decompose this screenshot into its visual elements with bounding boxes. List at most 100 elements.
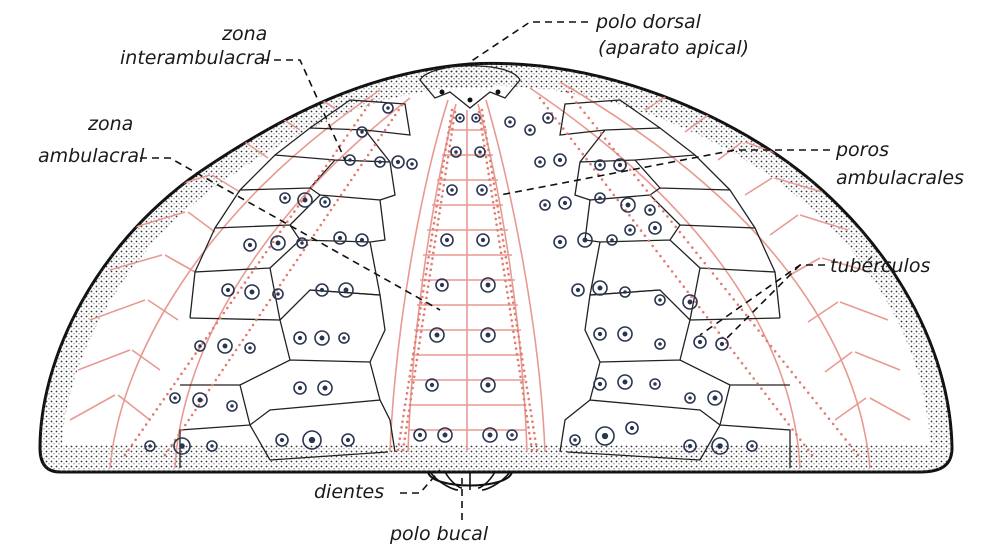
pore-dot <box>752 377 755 380</box>
tubercle-center <box>688 444 692 448</box>
pore-dot <box>600 132 603 135</box>
pore-dot <box>658 205 661 208</box>
pore-dot <box>518 341 521 344</box>
pore-dot <box>410 398 413 401</box>
pore-dot <box>347 184 350 187</box>
pore-dot <box>431 233 434 236</box>
pore-dot <box>857 454 860 457</box>
tubercle-center <box>459 117 462 120</box>
pore-dot <box>491 195 494 198</box>
tubercle-center <box>538 160 542 164</box>
pore-dot <box>314 180 317 183</box>
pore-dot <box>134 438 137 441</box>
pore-dot <box>811 454 814 457</box>
pore-dot <box>645 189 648 192</box>
tubercle-center <box>558 240 562 244</box>
pore-dot <box>328 160 331 163</box>
pore-dot <box>749 319 752 322</box>
pore-dot <box>651 245 654 248</box>
tubercle-center <box>348 158 352 162</box>
pore-dot <box>423 314 426 317</box>
tubercle-center <box>323 386 328 391</box>
pore-dot <box>648 240 651 243</box>
pore-dot <box>408 375 411 378</box>
tubercle-center <box>563 201 567 205</box>
pore-dot <box>558 122 561 125</box>
pore-dot <box>443 160 446 163</box>
tubercle-center <box>303 198 308 203</box>
pore-dot <box>180 373 183 376</box>
pore-dot <box>554 117 557 120</box>
pore-dot <box>741 309 744 312</box>
pore-dot <box>811 397 814 400</box>
tubercle-center <box>280 438 284 442</box>
tubercle-center <box>276 241 281 246</box>
pore-dot <box>380 134 383 137</box>
pore-dot <box>124 454 127 457</box>
label-dientes: dientes <box>314 481 384 503</box>
tubercle-center <box>626 203 631 208</box>
pore-dot <box>807 391 810 394</box>
tubercle-center <box>475 117 478 120</box>
pore-dot <box>616 199 619 202</box>
pore-dot <box>536 449 539 452</box>
pore-dot <box>419 307 422 310</box>
pore-dot <box>774 350 777 353</box>
pore-dot <box>521 387 524 390</box>
tubercle-center <box>360 130 364 134</box>
tubercle-center <box>300 241 304 245</box>
pore-dot <box>398 443 401 446</box>
pore-dot <box>489 160 492 163</box>
pore-dot <box>423 308 426 311</box>
pore-dot <box>233 296 236 299</box>
tubercle-center <box>486 333 491 338</box>
pore-dot <box>442 184 445 187</box>
pore-dot <box>528 432 531 435</box>
pore-dot <box>567 91 570 94</box>
pore-dot <box>307 190 310 193</box>
pore-dot <box>832 423 835 426</box>
pore-dot <box>357 169 360 172</box>
pore-dot <box>403 437 406 440</box>
pore-dot <box>167 449 170 452</box>
pore-dot <box>494 194 497 197</box>
tubercle-center <box>598 332 602 336</box>
pore-dot <box>237 291 240 294</box>
pore-dot <box>325 165 328 168</box>
pore-dot <box>417 347 420 350</box>
pore-dot <box>691 246 694 249</box>
pore-dot <box>402 415 405 418</box>
pore-dot <box>520 352 523 355</box>
pore-dot <box>420 301 423 304</box>
pore-dot <box>659 255 662 258</box>
pore-dot <box>784 418 787 421</box>
tubercle-center <box>480 188 484 192</box>
tubercle-center <box>223 344 228 349</box>
pore-dot <box>432 228 435 231</box>
tubercle-center <box>602 433 608 439</box>
pore-dot <box>403 443 406 446</box>
pore-dot <box>159 403 162 406</box>
pore-dot <box>423 284 426 287</box>
tubercle-center <box>210 444 214 448</box>
tubercle-center <box>583 238 588 243</box>
pore-dot <box>574 143 577 146</box>
pore-dot <box>440 201 443 204</box>
pore-dot <box>406 421 409 424</box>
pore-dot <box>360 164 363 167</box>
label-poros-1: poros <box>835 139 889 161</box>
pore-dot <box>521 358 524 361</box>
pore-dot <box>323 219 326 222</box>
tubercle-center <box>528 128 532 132</box>
pore-dot <box>640 229 643 232</box>
pore-dot <box>490 190 493 193</box>
pore-dot <box>497 211 500 214</box>
pore-dot <box>795 376 798 379</box>
pore-dot <box>522 392 525 395</box>
pore-dot <box>417 324 420 327</box>
pore-dot <box>795 433 798 436</box>
tubercle-center <box>440 283 444 287</box>
label-aparato-apical: (aparato apical) <box>598 37 749 59</box>
tubercle-center <box>323 200 327 204</box>
tubercle-center <box>454 150 458 154</box>
